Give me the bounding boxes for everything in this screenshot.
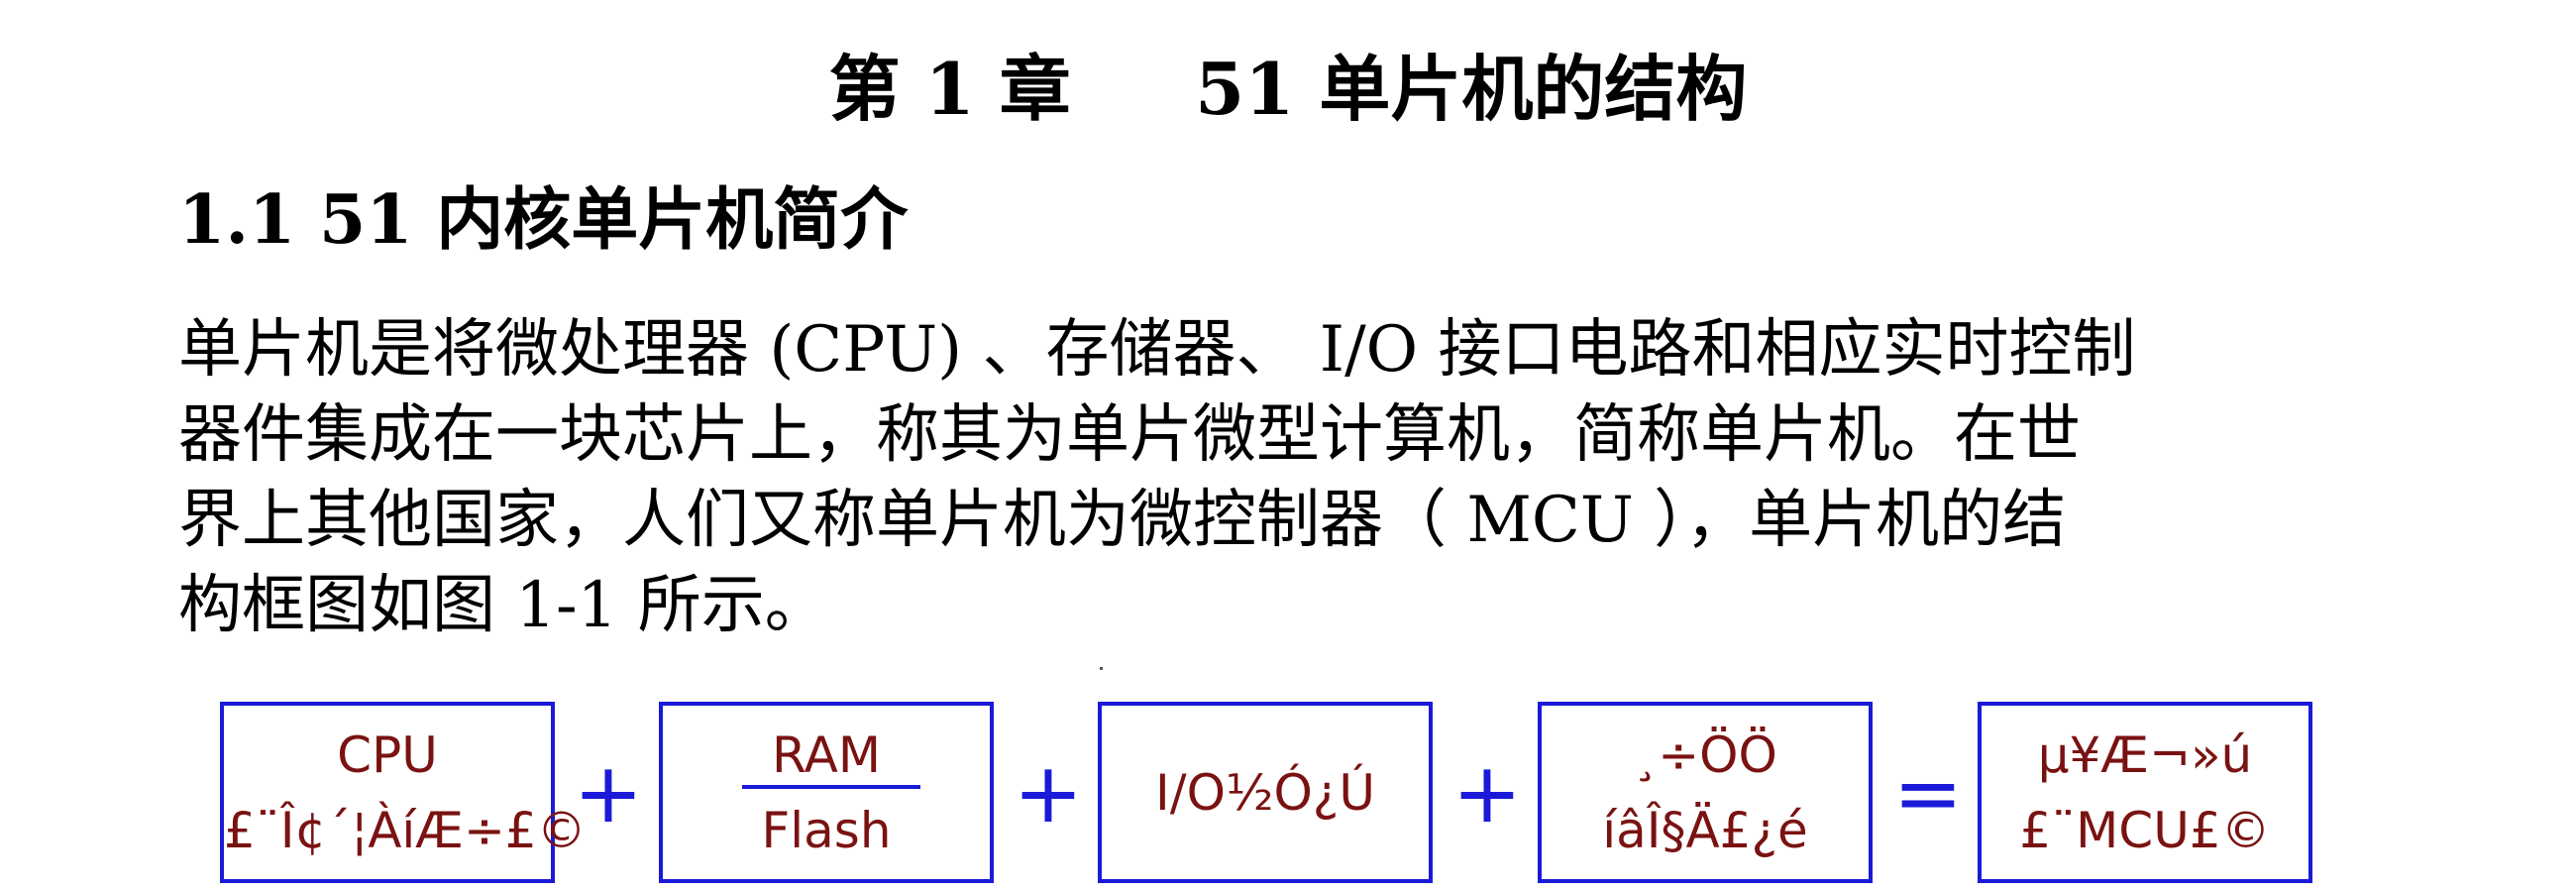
chapter-title: 第 1 章 51 单片机的结构 <box>828 47 1748 131</box>
diagram-box-mcu: µ¥Æ¬»ú £¨MCU£© <box>1978 702 2312 883</box>
diagram-box-peripherals: ¸÷ÖÖ íâÎ§Ä£¿é <box>1538 702 1873 883</box>
box-label: I/O½Ó¿Ú <box>1155 764 1375 822</box>
diagram-box-cpu: CPU £¨Î¢´¦ÀíÆ÷£© <box>220 702 587 883</box>
plus-operator: + <box>1013 744 1084 841</box>
diagram-box-io: I/O½Ó¿Ú <box>1098 702 1433 883</box>
box-label-bottom: £¨Î¢´¦ÀíÆ÷£© <box>224 802 587 859</box>
box-label-top: CPU <box>337 726 438 784</box>
box-label-top: RAM <box>771 726 882 784</box>
box-label-bottom: Flash <box>761 802 892 859</box>
box-label-bottom: íâÎ§Ä£¿é <box>1602 802 1808 859</box>
box-label-bottom: £¨MCU£© <box>2019 802 2271 859</box>
plus-operator: + <box>1451 744 1523 841</box>
equals-operator: = <box>1892 744 1964 841</box>
paragraph-line: 单片机是将微处理器 (CPU) 、存储器、 I/O 接口电路和相应实时控制 <box>178 313 2136 387</box>
plus-operator: + <box>573 744 644 841</box>
section-title: 1.1 51 内核单片机简介 <box>178 180 909 260</box>
diagram-box-memory: RAM Flash <box>659 702 994 883</box>
paragraph-line: 界上其他国家，人们又称单片机为微控制器（ MCU ），单片机的结 <box>178 484 2067 557</box>
decorative-dot <box>1100 667 1103 670</box>
box-label-top: µ¥Æ¬»ú <box>2037 726 2253 784</box>
paragraph-line: 构框图如图 1-1 所示。 <box>178 569 828 642</box>
box-label-top: ¸÷ÖÖ <box>1633 726 1777 784</box>
paragraph-line: 器件集成在一块芯片上，称其为单片微型计算机，简称单片机。在世 <box>178 398 2081 472</box>
divider-line <box>742 785 920 789</box>
